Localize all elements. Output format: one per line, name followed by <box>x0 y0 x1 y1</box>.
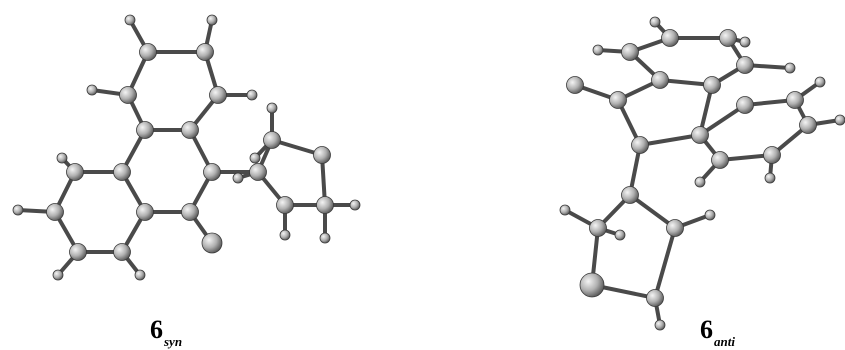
syn-carbon-atom <box>181 203 199 221</box>
syn-hydrogen-atom <box>249 152 261 164</box>
syn-carbon-atom <box>46 203 64 221</box>
syn-carbon-atom <box>136 121 154 139</box>
syn-hydrogen-atom <box>124 14 136 26</box>
syn-carbon-atom <box>263 131 281 149</box>
label-6-anti-subscript: anti <box>714 334 735 349</box>
anti-carbon-atom <box>703 76 721 94</box>
anti-carbon-atom <box>711 151 729 169</box>
syn-hydrogen-atom <box>134 269 146 281</box>
anti-hydrogen-atom <box>834 114 845 126</box>
anti-carbon-atom <box>736 96 754 114</box>
syn-carbon-atom <box>209 86 227 104</box>
syn-carbon-atom <box>119 86 137 104</box>
anti-hydrogen-atom <box>592 44 604 56</box>
anti-hydrogen-atom <box>764 172 776 184</box>
syn-carbon-atom <box>196 43 214 61</box>
label-6-anti-number: 6 <box>700 315 713 344</box>
syn-carbon-atom <box>201 232 223 254</box>
syn-hydrogen-atom <box>52 269 64 281</box>
syn-hydrogen-atom <box>12 204 24 216</box>
anti-carbon-atom <box>631 136 649 154</box>
anti-carbon-atom <box>719 29 737 47</box>
molecule-6-syn <box>12 14 361 281</box>
anti-carbon-atom <box>763 146 781 164</box>
anti-carbon-atom <box>621 43 639 61</box>
anti-hydrogen-atom <box>739 36 751 48</box>
label-6-anti: 6anti <box>700 315 735 349</box>
syn-hydrogen-atom <box>206 14 218 26</box>
anti-carbon-atom <box>666 219 684 237</box>
syn-carbon-atom <box>316 196 334 214</box>
syn-carbon-atom <box>66 163 84 181</box>
anti-carbon-atom <box>786 91 804 109</box>
anti-carbon-atom <box>736 56 754 74</box>
anti-carbon-atom <box>646 289 664 307</box>
anti-carbon-atom <box>799 116 817 134</box>
syn-hydrogen-atom <box>56 152 68 164</box>
anti-hydrogen-atom <box>814 76 826 88</box>
anti-hydrogen-atom <box>704 209 716 221</box>
syn-carbon-atom <box>113 163 131 181</box>
anti-carbon-atom <box>589 219 607 237</box>
syn-carbon-atom <box>139 43 157 61</box>
syn-hydrogen-atom <box>349 199 361 211</box>
label-6-syn-number: 6 <box>150 315 163 344</box>
syn-hydrogen-atom <box>279 229 291 241</box>
anti-bond <box>653 226 677 300</box>
syn-carbon-atom <box>203 163 221 181</box>
anti-hydrogen-atom <box>614 229 626 241</box>
anti-hydrogen-atom <box>694 176 706 188</box>
anti-carbon-atom <box>661 29 679 47</box>
syn-carbon-atom <box>113 243 131 261</box>
syn-hydrogen-atom <box>86 84 98 96</box>
anti-hydrogen-atom <box>559 204 571 216</box>
anti-bond <box>698 103 747 137</box>
syn-hydrogen-atom <box>266 102 278 114</box>
syn-carbon-atom <box>249 163 267 181</box>
syn-carbon-atom <box>181 121 199 139</box>
syn-hydrogen-atom <box>319 232 331 244</box>
syn-carbon-atom <box>136 203 154 221</box>
syn-hydrogen-atom <box>232 172 244 184</box>
anti-hydrogen-atom <box>649 16 661 28</box>
syn-hydrogen-atom <box>246 89 258 101</box>
anti-carbon-atom <box>651 71 669 89</box>
anti-carbon-atom <box>566 76 584 94</box>
anti-carbon-atom <box>609 91 627 109</box>
anti-carbon-atom <box>579 272 605 298</box>
label-6-syn-subscript: syn <box>164 334 183 349</box>
syn-carbon-atom <box>69 243 87 261</box>
syn-carbon-atom <box>313 146 331 164</box>
anti-hydrogen-atom <box>654 319 666 331</box>
molecule-6-anti <box>559 16 845 331</box>
anti-bond <box>628 193 677 230</box>
anti-carbon-atom <box>621 186 639 204</box>
anti-hydrogen-atom <box>784 62 796 74</box>
anti-carbon-atom <box>691 126 709 144</box>
label-6-syn: 6syn <box>150 315 182 349</box>
syn-carbon-atom <box>276 196 294 214</box>
anti-bond <box>638 133 702 147</box>
